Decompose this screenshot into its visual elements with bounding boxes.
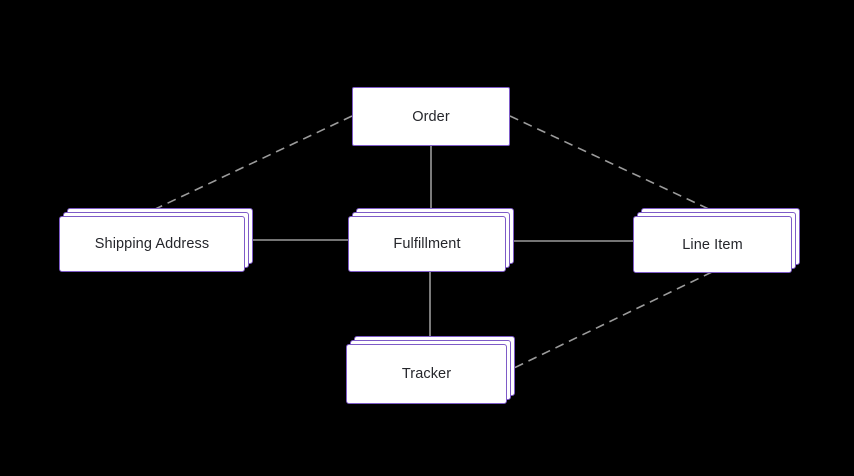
node-fulfillment-label: Fulfillment — [393, 236, 461, 252]
node-fulfillment-card: Fulfillment — [348, 216, 506, 272]
node-shipping-address-card: Shipping Address — [59, 216, 245, 272]
node-tracker-label: Tracker — [401, 366, 452, 382]
node-line-item-card: Line Item — [633, 216, 792, 273]
connector-order-shipping-address-dashed — [150, 115, 353, 212]
connector-line-item-tracker-dashed — [511, 271, 713, 370]
node-line-item-label: Line Item — [682, 236, 743, 253]
node-shipping-address: Shipping Address — [59, 208, 261, 272]
node-tracker: Tracker — [346, 336, 523, 404]
connector-order-line-item-dashed — [509, 115, 714, 212]
node-fulfillment: Fulfillment — [348, 208, 522, 272]
node-order-label: Order — [412, 108, 450, 125]
node-tracker-card: Tracker — [346, 344, 507, 404]
node-shipping-address-label: Shipping Address — [94, 236, 210, 252]
node-order: Order — [352, 87, 510, 146]
node-order-card: Order — [352, 87, 510, 146]
node-line-item: Line Item — [633, 208, 808, 273]
